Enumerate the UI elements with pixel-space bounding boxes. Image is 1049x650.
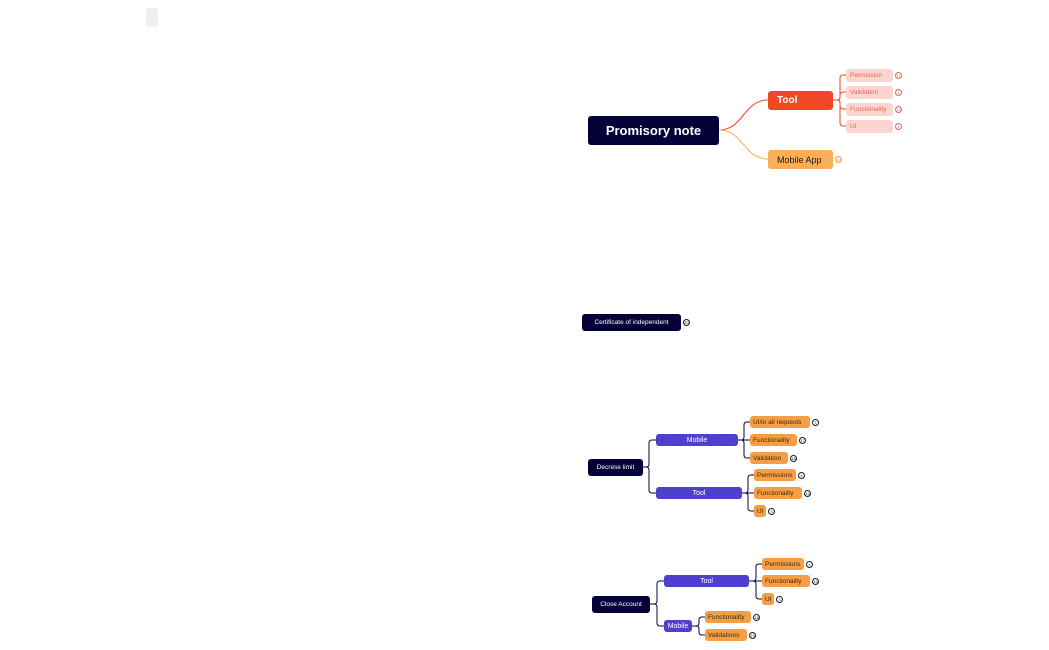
node-label: UI (850, 123, 857, 130)
connector-tool-to-leaf (833, 99, 846, 110)
node-label: Decrese limit (596, 464, 635, 471)
node-label: Validation (753, 454, 782, 462)
leaf-node-functionality[interactable]: Functionality (754, 487, 802, 499)
node-label: Functionality (753, 436, 790, 444)
leaf-node-ui[interactable]: UI (846, 120, 893, 133)
connector-tool-to-leaf (749, 563, 762, 582)
count-badge: 20 (683, 319, 690, 326)
node-label: Functionality (708, 613, 745, 621)
count-badge: 6 (895, 123, 902, 130)
count-badge: 7 (812, 419, 819, 426)
node-label: UI (765, 595, 772, 603)
node-label: Close Account (600, 601, 642, 608)
leaf-node-functionality[interactable]: Functionality (750, 434, 797, 446)
branch-node-tool[interactable]: Tool (664, 575, 749, 587)
branch-node-tool[interactable]: Tool (768, 91, 833, 110)
node-label: Validations (708, 631, 740, 639)
connector-root-to-mobile (650, 603, 664, 627)
count-badge: 4 (806, 561, 813, 568)
node-label: Validation (850, 89, 879, 96)
root-node-certificate[interactable]: Certificate of independent (582, 314, 681, 331)
connector-tool-to-leaf (749, 580, 762, 600)
connector-tool-to-leaf (742, 474, 754, 494)
leaf-node-permissions[interactable]: Permissions (754, 469, 796, 481)
count-badge: 3 (776, 596, 783, 603)
connector-root-to-tool (650, 580, 664, 605)
leaf-node-ui[interactable]: UI (762, 593, 774, 605)
root-node-promisory-note[interactable]: Promisory note (588, 116, 719, 145)
connector-tool-to-leaf (742, 492, 754, 512)
root-node-close-account[interactable]: Close Account (592, 596, 650, 613)
count-badge: 17 (799, 437, 806, 444)
root-node-decrese-limit[interactable]: Decrese limit (588, 459, 643, 476)
count-badge: 5 (895, 89, 902, 96)
node-label: Tool (777, 95, 798, 106)
node-label: Mobile App (777, 154, 822, 165)
node-label: Certificate of independent (594, 319, 669, 326)
count-badge: 18 (790, 455, 797, 462)
leaf-node-permission[interactable]: Permission (846, 69, 893, 82)
toolbar-handle[interactable] (146, 8, 158, 27)
connector-mobile-to-leaf (738, 439, 750, 459)
leaf-node-validation[interactable]: Validation (846, 86, 893, 99)
node-label: UI (757, 507, 764, 515)
leaf-node-permissions[interactable]: Permissions (762, 558, 804, 570)
connector-tool-to-leaf (833, 99, 846, 127)
connector-mobile-to-leaf (738, 421, 750, 441)
leaf-node-ui[interactable]: UI (754, 505, 766, 517)
connector-mobile-to-leaf (692, 625, 705, 636)
connector-root-to-mobile (643, 439, 656, 468)
count-badge: 14 (895, 106, 902, 113)
leaf-node-validation[interactable]: Validation (750, 452, 788, 464)
node-label: Permissions (765, 560, 801, 568)
leaf-node-functionality[interactable]: Functionality (762, 575, 810, 587)
count-badge: 4 (798, 472, 805, 479)
node-label: Functionality (850, 106, 887, 113)
branch-node-mobile[interactable]: Mobile (664, 620, 692, 632)
node-label: Tool (700, 577, 713, 585)
branch-node-mobile[interactable]: Mobile (656, 434, 738, 446)
leaf-node-functionality[interactable]: Functionality (846, 103, 893, 116)
count-badge: 14 (804, 490, 811, 497)
connector-root-to-tool (643, 466, 656, 494)
node-label: Mobile (686, 436, 708, 444)
connector-tool-to-leaf (833, 74, 846, 101)
connector-tool-to-leaf (833, 91, 846, 101)
leaf-node-ui-in-all-requests[interactable]: UI/in all requests (750, 416, 810, 428)
node-label: Mobile (667, 622, 689, 630)
count-badge: 10 (835, 156, 842, 163)
node-label: Tool (692, 489, 706, 497)
connector-root-to-mobile-app (718, 129, 769, 160)
leaf-node-functionality[interactable]: Functionality (705, 611, 751, 623)
count-badge: 11 (895, 72, 902, 79)
count-badge: 18 (753, 614, 760, 621)
branch-node-mobile-app[interactable]: Mobile App (768, 150, 833, 169)
connector-root-to-tool (718, 99, 769, 131)
node-label: Functionality (757, 489, 794, 497)
leaf-node-validations[interactable]: Validations (705, 629, 747, 641)
node-label: Permissions (757, 471, 793, 479)
node-label: Functionality (765, 577, 802, 585)
connector-mobile-to-leaf (692, 616, 705, 627)
branch-node-tool[interactable]: Tool (656, 487, 742, 499)
node-label: Promisory note (605, 123, 702, 138)
node-label: UI/in all requests (753, 418, 802, 426)
node-label: Permission (850, 72, 883, 79)
count-badge: 14 (812, 578, 819, 585)
count-badge: 13 (749, 632, 756, 639)
count-badge: 3 (768, 508, 775, 515)
